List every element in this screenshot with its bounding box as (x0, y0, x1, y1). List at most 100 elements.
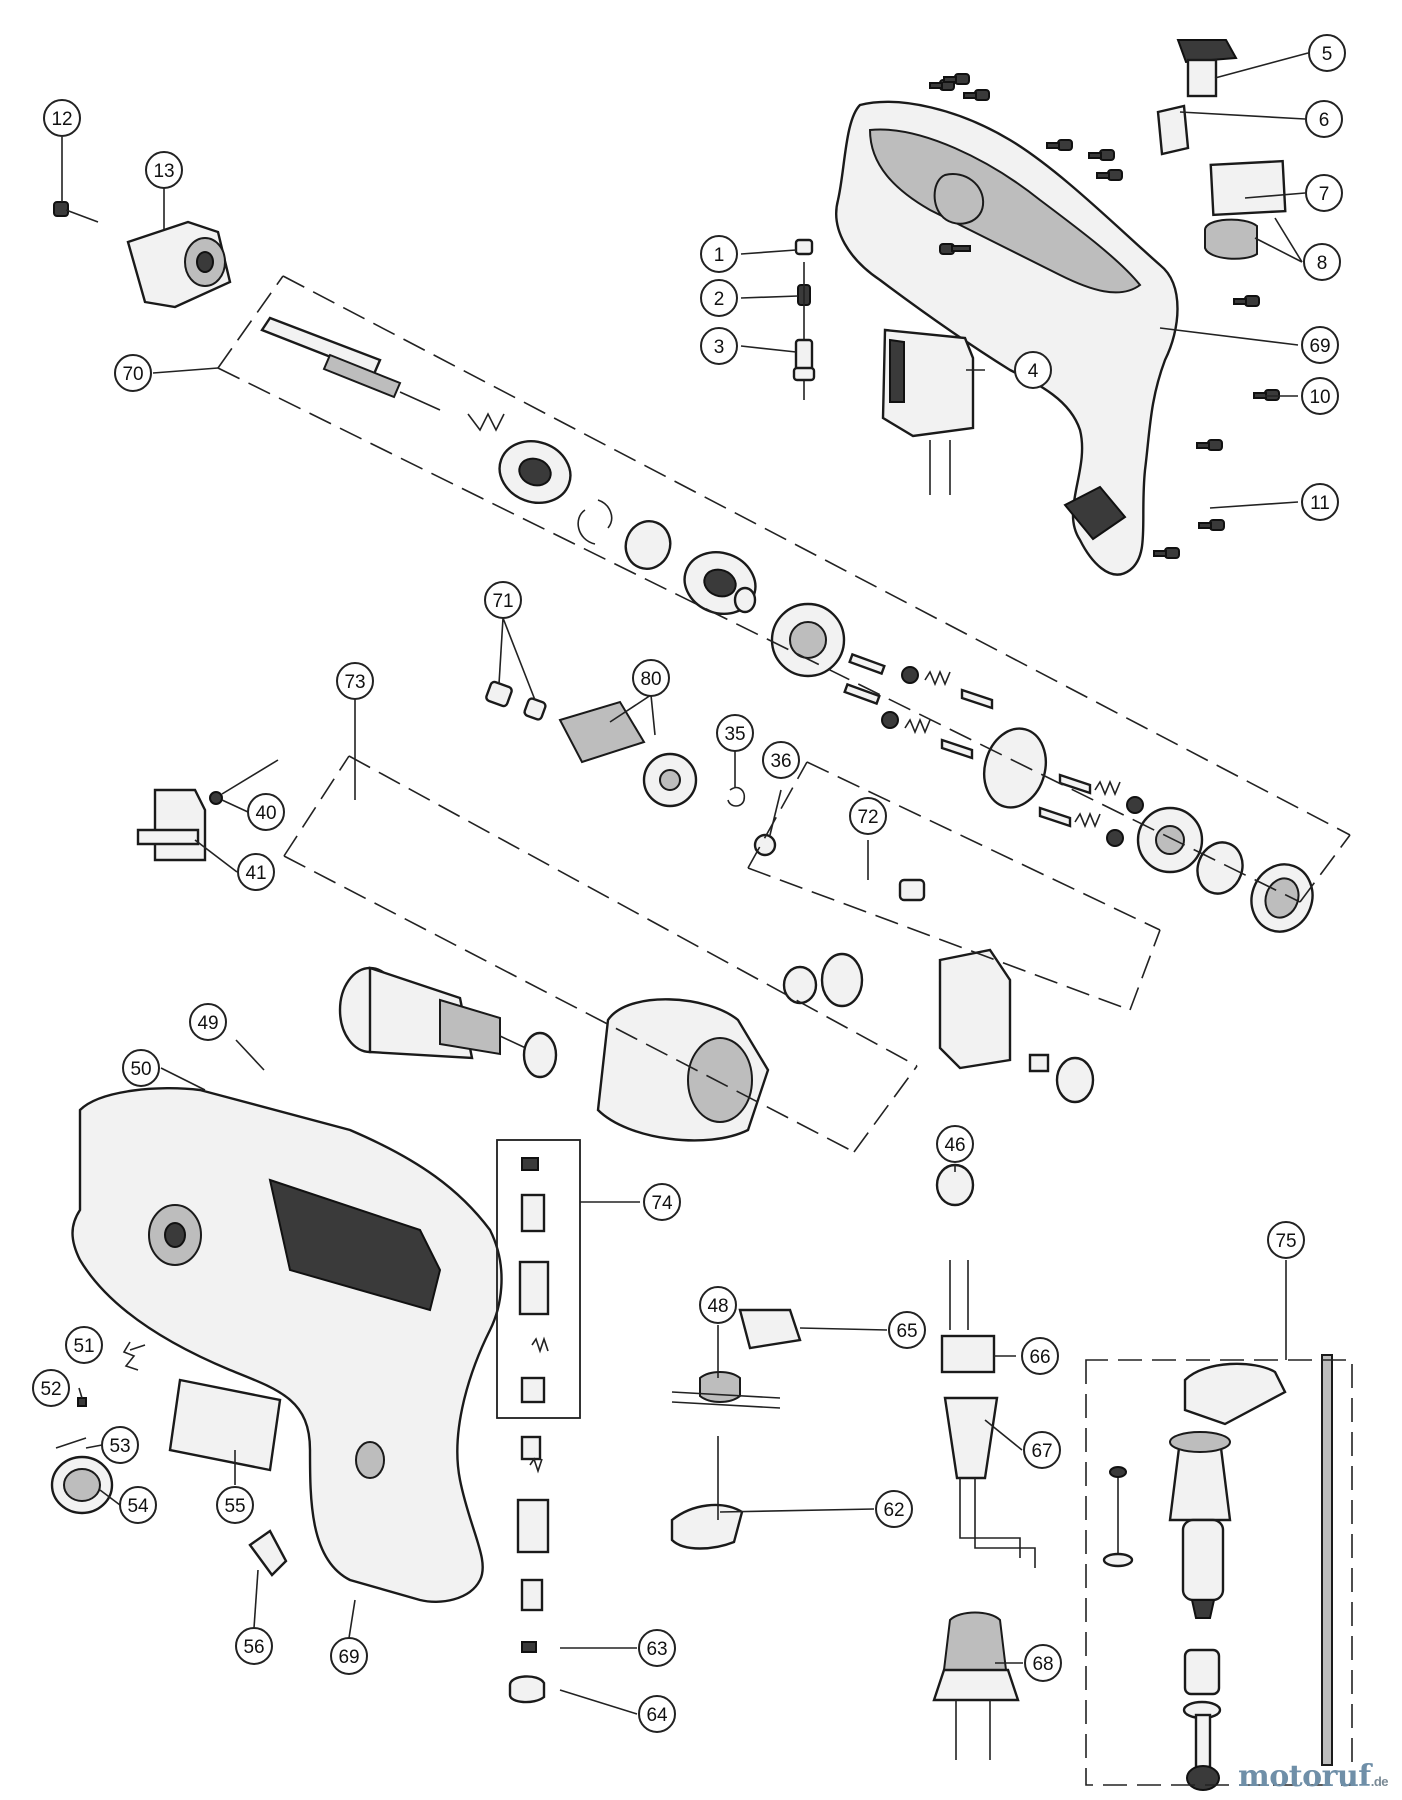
callout-56: 56 (235, 1627, 273, 1665)
callout-5: 5 (1308, 34, 1346, 72)
callout-70-label: 70 (122, 364, 143, 385)
brush-holder-group (782, 878, 1095, 1207)
watermark-logo: motoruf.de (1238, 1759, 1388, 1794)
callout-71-label: 71 (492, 591, 513, 612)
callout-50-label: 50 (130, 1059, 151, 1080)
spindle-assembly (260, 316, 886, 706)
callout-74-label: 74 (651, 1193, 673, 1214)
drill-housing-complete (71, 1087, 503, 1603)
callout-64: 64 (638, 1695, 676, 1733)
callout-68-label: 68 (1032, 1654, 1053, 1675)
callout-48-label: 48 (707, 1296, 728, 1317)
callout-63: 63 (638, 1629, 676, 1667)
armature (338, 966, 558, 1079)
callout-2: 2 (700, 279, 738, 317)
callout-35: 35 (716, 714, 754, 752)
housing-half-right (835, 100, 1179, 576)
callout-55-label: 55 (224, 1496, 245, 1517)
callout-80-label: 80 (640, 669, 661, 690)
callout-54-label: 54 (127, 1496, 149, 1517)
cable-parts-middle (670, 1308, 802, 1550)
callout-74: 74 (643, 1183, 681, 1221)
callout-13: 13 (145, 151, 183, 189)
callout-36-label: 36 (770, 751, 791, 772)
switch-button-part (1156, 39, 1287, 260)
callout-53-label: 53 (109, 1436, 130, 1457)
callout-54: 54 (119, 1486, 157, 1524)
chuck-parts (53, 201, 232, 309)
callout-72-label: 72 (857, 807, 878, 828)
callout-75-label: 75 (1275, 1231, 1296, 1252)
callout-48: 48 (699, 1286, 737, 1324)
callout-62-label: 62 (883, 1500, 904, 1521)
callout-51-label: 51 (73, 1336, 94, 1357)
callout-40-label: 40 (255, 803, 276, 824)
callout-40: 40 (247, 793, 285, 831)
callout-73-label: 73 (344, 672, 365, 693)
callout-66-label: 66 (1029, 1347, 1050, 1368)
callout-56-label: 56 (243, 1637, 264, 1658)
callout-52: 52 (32, 1369, 70, 1407)
callout-10-label: 10 (1309, 387, 1330, 408)
housing-screws (929, 73, 1280, 559)
group-outlines (217, 275, 1353, 1786)
callout-11-label: 11 (1310, 493, 1330, 514)
callout-69-bottom-label: 69 (338, 1647, 359, 1668)
callout-4: 4 (1014, 351, 1052, 389)
callout-49-label: 49 (197, 1013, 218, 1034)
callout-3-label: 3 (714, 337, 725, 358)
carbon-brush-set (496, 1139, 581, 1704)
bracket-parts (136, 759, 279, 862)
callout-5-label: 5 (1322, 44, 1333, 65)
callout-69-bottom: 69 (330, 1637, 368, 1675)
leader-lines (61, 52, 1309, 1715)
callout-1: 1 (700, 235, 738, 273)
callout-69-top-label: 69 (1309, 336, 1330, 357)
callout-46: 46 (936, 1125, 974, 1163)
small-parts-bottom-left (50, 1341, 288, 1577)
callout-53: 53 (101, 1426, 139, 1464)
callout-72: 72 (849, 797, 887, 835)
callout-63-label: 63 (646, 1639, 667, 1660)
callout-75: 75 (1267, 1221, 1305, 1259)
callout-41: 41 (237, 853, 275, 891)
callout-12: 12 (43, 99, 81, 137)
callout-55: 55 (216, 1486, 254, 1524)
gear-shaft-assembly (485, 680, 777, 857)
callout-4-label: 4 (1028, 361, 1039, 382)
power-cord-assembly (932, 1260, 1036, 1760)
callout-66: 66 (1021, 1337, 1059, 1375)
callout-70: 70 (114, 354, 152, 392)
watermark-suffix: .de (1370, 1774, 1389, 1789)
callout-51: 51 (65, 1326, 103, 1364)
callout-7-label: 7 (1319, 184, 1330, 205)
callout-8-label: 8 (1317, 253, 1328, 274)
callout-41-label: 41 (245, 863, 266, 884)
small-stack-parts (792, 238, 816, 400)
callout-2-label: 2 (714, 289, 725, 310)
callout-8: 8 (1303, 243, 1341, 281)
callout-71: 71 (484, 581, 522, 619)
callout-49: 49 (189, 1003, 227, 1041)
callout-12-label: 12 (51, 109, 72, 130)
callout-62: 62 (875, 1490, 913, 1528)
side-handle-assembly (1102, 1354, 1333, 1791)
callout-13-label: 13 (153, 161, 174, 182)
callout-35-label: 35 (724, 724, 745, 745)
callout-65: 65 (888, 1311, 926, 1349)
callout-6: 6 (1305, 100, 1343, 138)
callout-46-label: 46 (944, 1135, 965, 1156)
callout-11: 11 (1301, 483, 1339, 521)
callout-36: 36 (762, 741, 800, 779)
field-housing (596, 998, 770, 1142)
callout-80: 80 (632, 659, 670, 697)
callout-3: 3 (700, 327, 738, 365)
callout-7: 7 (1305, 174, 1343, 212)
callout-52-label: 52 (40, 1379, 61, 1400)
callout-68: 68 (1024, 1644, 1062, 1682)
callout-64-label: 64 (646, 1705, 668, 1726)
callout-73: 73 (336, 662, 374, 700)
springs-and-balls (881, 666, 1314, 933)
callout-1-label: 1 (714, 245, 725, 266)
